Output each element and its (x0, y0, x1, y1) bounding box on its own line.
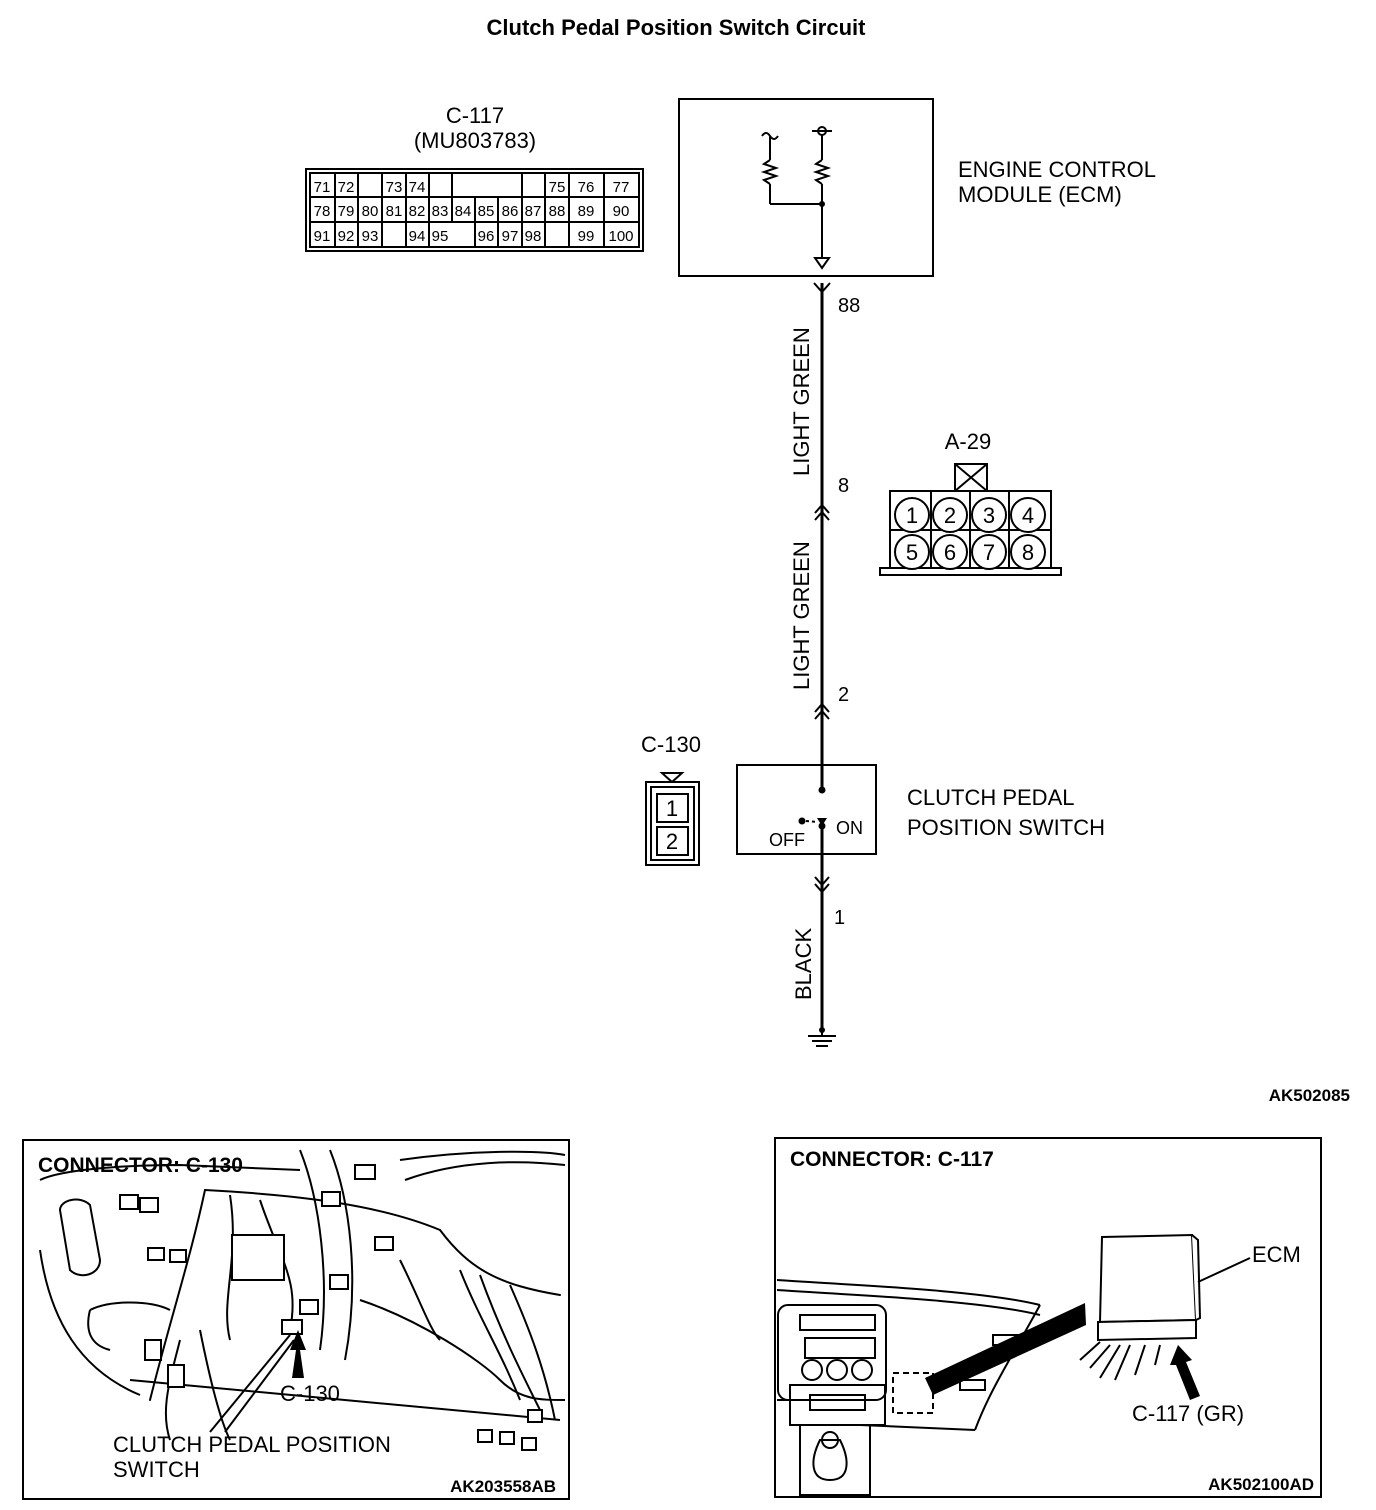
c130-connector: 1 2 (645, 772, 700, 866)
switch-ground-pin: 1 (834, 907, 845, 929)
c117-pin: 82 (409, 203, 426, 220)
ecm-terminal-icon (813, 282, 831, 294)
ecm-label-line1: ENGINE CONTROL (958, 157, 1156, 182)
ground-symbol-icon (813, 257, 831, 270)
c117-pin: 80 (362, 203, 379, 220)
a29-pin: 3 (983, 503, 995, 528)
c117-pin: 76 (578, 179, 595, 196)
c117-pin-grid: 71 72 73 74 75 76 77 78 79 80 81 82 83 8… (305, 168, 644, 252)
c117-pin: 94 (409, 228, 426, 245)
wire-color-upper: LIGHT GREEN (789, 327, 814, 476)
c130-panel-heading: CONNECTOR: C-130 (38, 1154, 243, 1177)
c130-panel-code: AK203558AB (450, 1477, 556, 1496)
c117-pin: 79 (338, 203, 355, 220)
wire-color-lower: BLACK (791, 928, 816, 1000)
c130-connector-id: C-130 (641, 732, 701, 757)
c117-panel-ecm-callout: ECM (1252, 1242, 1301, 1267)
ecm-box (678, 98, 934, 277)
c117-pin: 97 (502, 228, 519, 245)
switch-off-label: OFF (769, 830, 805, 850)
a29-connector-id: A-29 (945, 429, 991, 454)
c117-part-number: (MU803783) (414, 128, 536, 153)
c117-pin: 77 (613, 179, 630, 196)
a29-connector: 1 2 3 4 5 6 7 8 (879, 463, 1062, 576)
c117-panel-connector-callout: C-117 (GR) (1132, 1401, 1244, 1426)
c130-pin: 2 (666, 829, 678, 854)
resistor-icon (760, 159, 780, 185)
a29-pin: 8 (1022, 540, 1034, 565)
page-title: Clutch Pedal Position Switch Circuit (487, 15, 867, 40)
c117-panel-code: AK502100AD (1208, 1475, 1314, 1494)
c117-panel-heading: CONNECTOR: C-117 (790, 1148, 994, 1171)
diagram-code: AK502085 (1269, 1086, 1350, 1105)
c117-pin: 91 (314, 228, 331, 245)
c117-pin: 73 (386, 179, 403, 196)
c117-pin: 86 (502, 203, 519, 220)
a29-pin: 4 (1022, 503, 1034, 528)
c117-pin: 90 (613, 203, 630, 220)
c130-location-panel (22, 1139, 570, 1500)
c117-pin: 85 (478, 203, 495, 220)
switch-label-line2: POSITION SWITCH (907, 815, 1105, 840)
c117-pin: 100 (608, 228, 633, 245)
wire-color-middle: LIGHT GREEN (789, 541, 814, 690)
a29-pin-out: 2 (838, 684, 849, 706)
ecm-pin-number: 88 (838, 295, 860, 317)
c117-pin: 72 (338, 179, 355, 196)
c130-panel-callout: C-130 (280, 1381, 340, 1406)
c117-pin: 89 (578, 203, 595, 220)
c117-pin: 96 (478, 228, 495, 245)
a29-pin: 5 (906, 540, 918, 565)
c117-pin: 71 (314, 179, 331, 196)
c117-pin: 74 (409, 179, 426, 196)
c117-pin: 87 (525, 203, 542, 220)
c117-pin: 75 (549, 179, 566, 196)
a29-pin: 1 (906, 503, 918, 528)
c117-pin: 81 (386, 203, 403, 220)
switch-label-line1: CLUTCH PEDAL (907, 785, 1074, 810)
c130-pin: 1 (666, 796, 678, 821)
resistor-icon (812, 159, 832, 185)
clutch-switch-box (736, 740, 877, 870)
c117-pin: 88 (549, 203, 566, 220)
c117-pin: 93 (362, 228, 379, 245)
a29-pin: 7 (983, 540, 995, 565)
a29-pin-in: 8 (838, 475, 849, 497)
switch-contact-icon (817, 818, 827, 826)
c117-pin: 95 (432, 228, 449, 245)
ecm-label-line2: MODULE (ECM) (958, 182, 1122, 207)
a29-pin: 2 (944, 503, 956, 528)
c117-pin: 92 (338, 228, 355, 245)
c117-pin: 84 (455, 203, 472, 220)
a29-pin: 6 (944, 540, 956, 565)
main-wire (808, 282, 836, 1047)
c117-connector-id: C-117 (446, 103, 504, 128)
switch-on-label: ON (836, 818, 863, 838)
c117-location-panel (774, 1137, 1322, 1498)
c117-pin: 78 (314, 203, 331, 220)
callout-arrow-icon (290, 1330, 306, 1378)
c117-pin: 83 (432, 203, 449, 220)
c130-panel-caption-line2: SWITCH (113, 1457, 200, 1482)
c130-panel-caption-line1: CLUTCH PEDAL POSITION (113, 1432, 391, 1457)
c117-pin: 98 (525, 228, 542, 245)
c117-pin: 99 (578, 228, 595, 245)
callout-arrow-icon (1170, 1345, 1200, 1400)
